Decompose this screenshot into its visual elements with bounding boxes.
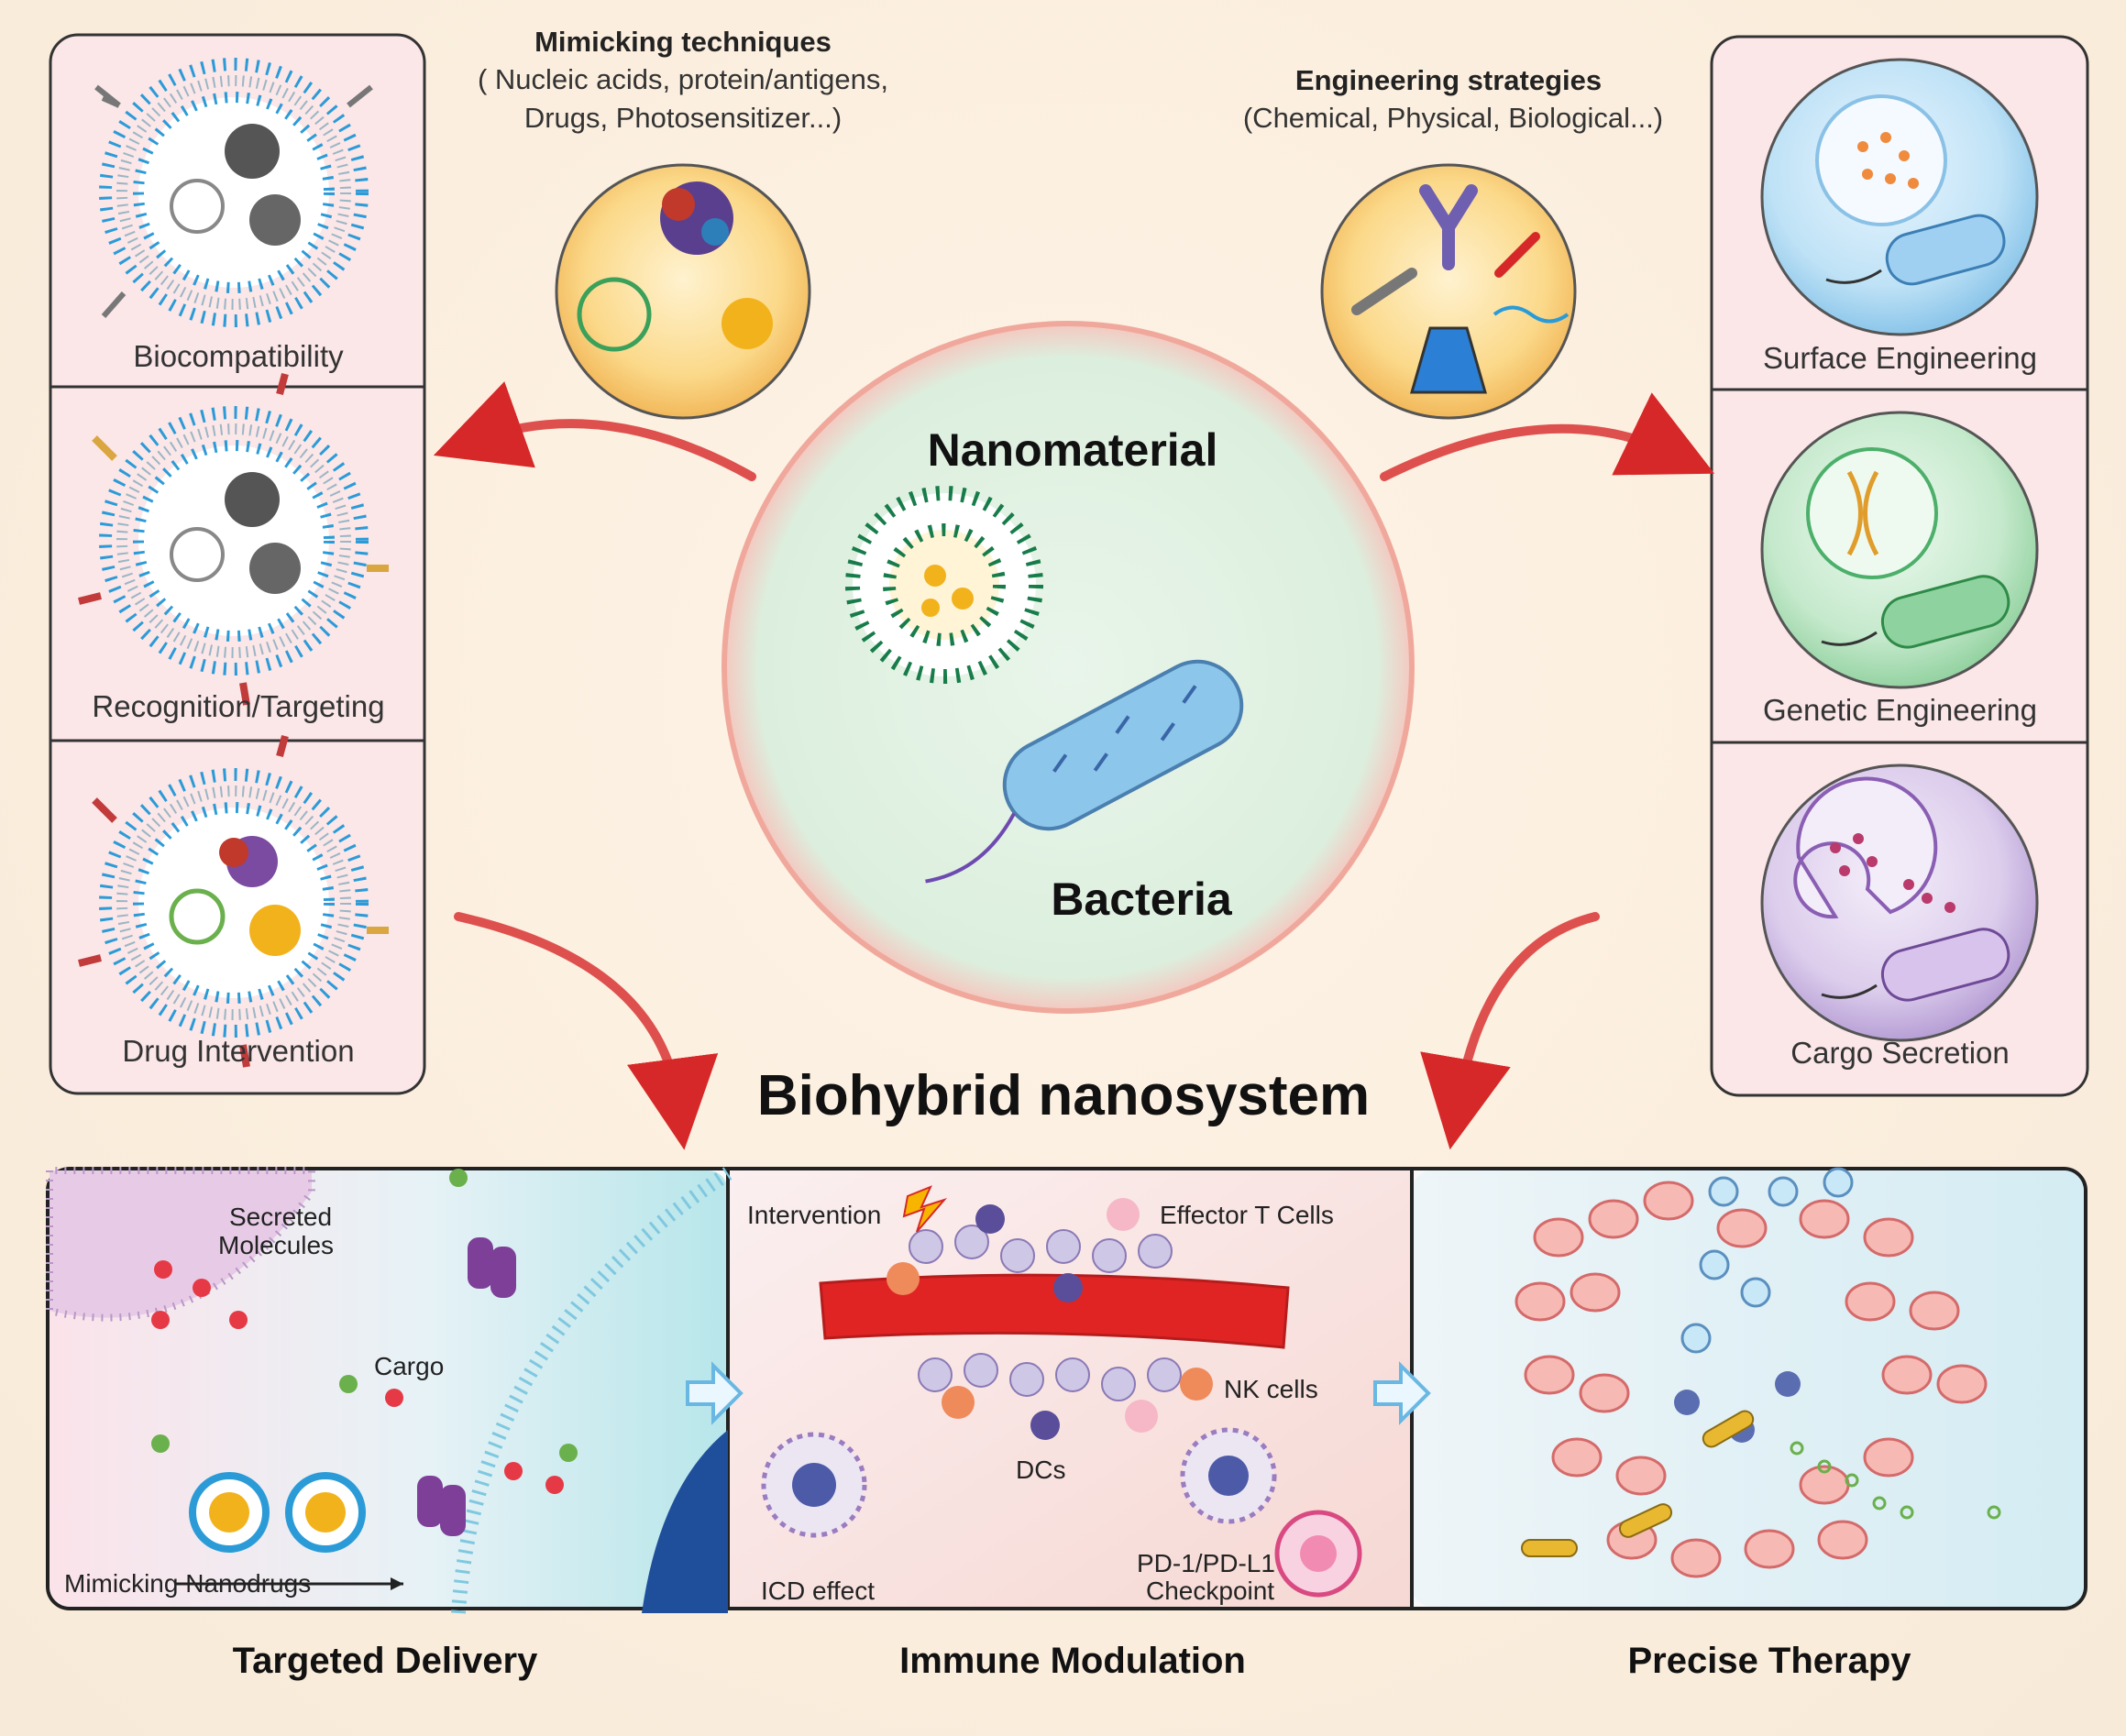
label-pd1-pdl1: PD-1/PD-L1	[1137, 1549, 1275, 1577]
mimicking-line1: ( Nucleic acids, protein/antigens,	[477, 63, 888, 95]
card-label-drug-intervention: Drug Intervention	[122, 1034, 355, 1068]
center-nanomaterial-label: Nanomaterial	[927, 424, 1218, 476]
bottom-panels	[46, 1167, 2087, 1614]
liposome-recognition	[78, 372, 389, 706]
label-intervention: Intervention	[747, 1201, 882, 1229]
center-bacteria-label: Bacteria	[1051, 873, 1232, 925]
flow-arrows	[433, 381, 1715, 1150]
card-label-surface-engineering: Surface Engineering	[1762, 341, 2038, 375]
engineering-circle	[1320, 163, 1577, 420]
label-mimicking-nanodrugs: Mimicking Nanodrugs	[64, 1569, 312, 1598]
card-label-cargo-secretion: Cargo Secretion	[1790, 1036, 2010, 1070]
engineering-title: Engineering strategies	[1294, 64, 1603, 96]
label-nk-cells: NK cells	[1224, 1375, 1318, 1403]
section-targeted-delivery: Targeted Delivery	[232, 1641, 538, 1681]
label-dcs: DCs	[1016, 1456, 1066, 1484]
engineering-line1: (Chemical, Physical, Biological...)	[1242, 102, 1664, 134]
main-title: Biohybrid nanosystem	[756, 1064, 1371, 1127]
label-effector-t-cells: Effector T Cells	[1160, 1201, 1334, 1229]
liposome-biocompatibility	[94, 58, 373, 327]
label-checkpoint: Checkpoint	[1146, 1577, 1275, 1605]
card-label-biocompatibility: Biocompatibility	[133, 339, 344, 373]
mimicking-line2: Drugs, Photosensitizer...)	[523, 102, 843, 134]
left-card-group	[49, 33, 426, 1095]
section-immune-modulation: Immune Modulation	[899, 1641, 1246, 1681]
card-label-recognition: Recognition/Targeting	[92, 689, 385, 723]
label-cargo: Cargo	[374, 1352, 445, 1380]
section-precise-therapy: Precise Therapy	[1627, 1641, 1911, 1681]
genetic-engineering-circle	[1760, 411, 2039, 689]
center-circle	[722, 321, 1415, 1014]
label-molecules: Molecules	[218, 1231, 335, 1259]
surface-engineering-circle	[1760, 58, 2039, 336]
cargo-secretion-circle	[1760, 764, 2039, 1042]
right-card-group	[1710, 35, 2089, 1097]
liposome-drug	[78, 734, 389, 1068]
card-label-genetic-engineering: Genetic Engineering	[1762, 693, 2038, 727]
label-secreted: Secreted	[229, 1203, 333, 1231]
mimicking-circle	[555, 163, 811, 420]
label-icd-effect: ICD effect	[761, 1577, 875, 1605]
mimicking-title: Mimicking techniques	[534, 26, 832, 58]
